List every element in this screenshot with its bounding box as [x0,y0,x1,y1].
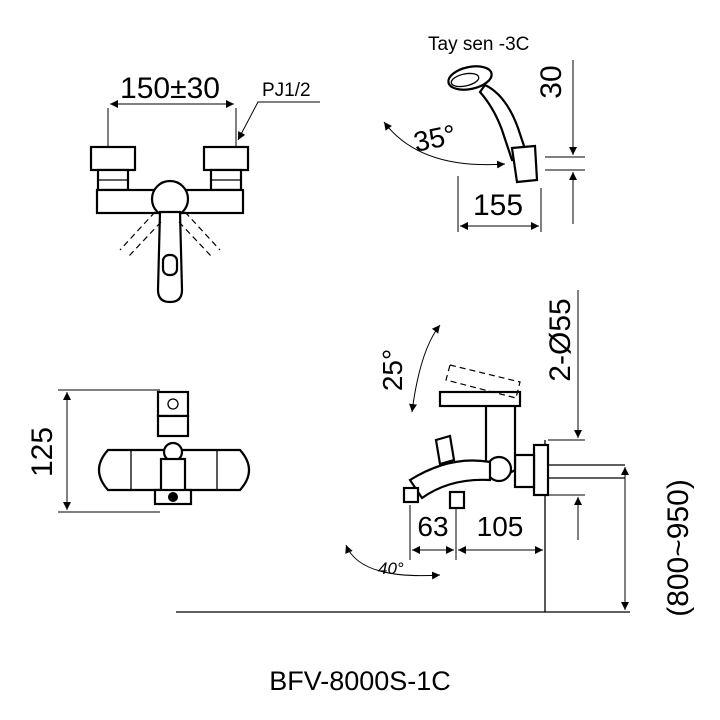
front-view-top: 150±30 PJ1/2 [89,72,320,304]
shower-head-label: Tay sen -3C [428,34,529,55]
dim-63-label: 63 [417,511,448,542]
thread-label: PJ1/2 [262,80,311,101]
dim-105-label: 105 [477,511,524,542]
dim-155-label: 155 [473,189,523,222]
pipe-dia-label: 2-Ø55 [544,298,577,381]
side-view: 2-Ø55 25° 63 105 40° (800~950) [176,290,695,617]
angle-lever-label: 25° [377,349,408,391]
front-view-bottom: 125 [26,389,251,513]
dim-125-label: 125 [26,427,59,477]
model-name: BFV-8000S-1C [269,666,451,696]
dim-30-label: 30 [535,65,568,98]
pipe-spacing-label: 150±30 [120,72,220,105]
angle-handshower-label: 35° [411,119,459,158]
mount-height-label: (800~950) [662,479,695,617]
hand-shower-view: Tay sen -3C 35° 155 30 [383,34,585,232]
angle-spout-label: 40° [378,559,404,578]
